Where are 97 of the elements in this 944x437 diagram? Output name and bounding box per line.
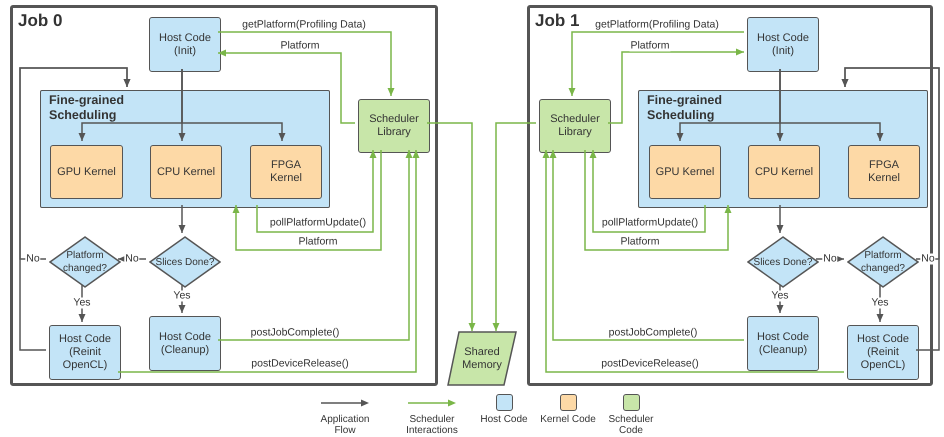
arrow — [427, 122, 476, 331]
arrow — [256, 150, 376, 233]
edge-label: Platform — [297, 236, 339, 248]
edge-label: No — [124, 254, 140, 264]
data-parallelogram — [447, 331, 517, 386]
arrow — [608, 48, 744, 124]
group-title: Fine-grained Scheduling — [49, 93, 126, 123]
edge-label: No — [25, 254, 41, 264]
arrow — [779, 69, 884, 141]
decision-diamond — [49, 236, 121, 288]
process-box — [149, 316, 221, 371]
arrow — [232, 150, 382, 251]
edge-label: Yes — [770, 290, 790, 302]
arrow — [178, 285, 186, 313]
node-label: Shared Memory — [461, 346, 503, 372]
edge-label: postJobComplete() — [250, 328, 340, 338]
edge-label: Platform — [619, 236, 661, 248]
edge-label: getPlatform(Profiling Data) — [594, 20, 720, 30]
arrow — [118, 150, 420, 373]
process-box — [150, 145, 222, 199]
node-label: Host Code (Cleanup) — [756, 330, 810, 356]
group-frame — [10, 5, 438, 386]
edge-label: postDeviceRelease() — [600, 358, 700, 370]
node-label: Scheduler Library — [368, 113, 420, 139]
process-box — [149, 17, 221, 72]
arrow — [218, 50, 355, 124]
edge-label: getPlatform(Profiling Data) — [241, 20, 367, 30]
node-label: Host Code (Cleanup) — [158, 330, 212, 356]
edge-label: pollPlatformUpdate() — [600, 218, 700, 228]
edge-label: postJobComplete() — [608, 328, 698, 338]
process-box — [747, 316, 819, 371]
arrow — [776, 285, 784, 313]
arrow — [590, 150, 706, 233]
node-label: Slices Done? — [752, 256, 814, 268]
group-title: Fine-grained Scheduling — [647, 93, 724, 123]
legend-label: Host Code — [479, 414, 529, 425]
process-box — [649, 145, 721, 199]
legend-label: Scheduler Interactions — [405, 414, 459, 436]
group-box — [40, 90, 330, 208]
node-label: CPU Kernel — [754, 166, 814, 178]
node-label: Platform changed? — [62, 249, 108, 275]
node-label: GPU Kernel — [56, 166, 117, 178]
process-box — [50, 145, 123, 199]
legend-label: Application Flow — [320, 414, 370, 436]
process-box — [539, 99, 611, 153]
node-label: FPGA Kernel — [867, 159, 901, 185]
decision-diamond — [149, 236, 221, 288]
edge-label: Yes — [870, 298, 890, 308]
arrow — [776, 205, 784, 233]
node-label: Host Code (Init) — [158, 32, 212, 58]
edge-label: postDeviceRelease() — [250, 358, 350, 370]
edge-label: Platform — [629, 40, 671, 52]
group-box — [638, 90, 928, 208]
edge-label: Yes — [72, 298, 92, 308]
process-box — [250, 145, 322, 199]
legend-label: Kernel Code — [539, 414, 597, 425]
arrow — [542, 150, 844, 373]
node-label: Host Code (Reinit OpenCL) — [58, 333, 112, 372]
arrow — [550, 150, 744, 341]
edge-label: Yes — [172, 290, 192, 302]
arrow — [842, 67, 940, 351]
arrow — [568, 31, 744, 96]
arrow — [218, 31, 394, 96]
arrow — [181, 69, 286, 141]
decision-diamond — [747, 236, 819, 288]
edge-label: pollPlatformUpdate() — [268, 218, 368, 228]
arrow — [78, 285, 86, 322]
process-box — [847, 325, 919, 380]
process-box — [747, 17, 819, 72]
node-label: CPU Kernel — [156, 166, 216, 178]
edge-label: Platform — [279, 40, 321, 52]
process-box — [49, 325, 121, 380]
node-label: Host Code (Init) — [756, 32, 810, 58]
process-box — [748, 145, 820, 199]
edge-label: No — [822, 254, 838, 264]
arrow — [876, 285, 884, 322]
node-label: Slices Done? — [154, 256, 216, 268]
arrow — [584, 150, 732, 251]
edge-label: No — [920, 254, 936, 264]
node-label: GPU Kernel — [654, 166, 716, 178]
arrow — [118, 256, 146, 262]
group-frame — [527, 5, 933, 386]
arrow — [178, 205, 186, 233]
arrow — [816, 256, 844, 262]
group-title: Job 0 — [18, 11, 62, 31]
arrow — [218, 150, 412, 341]
node-label: FPGA Kernel — [269, 159, 303, 185]
arrow — [19, 67, 130, 351]
node-label: Platform changed? — [860, 249, 906, 275]
node-label: Scheduler Library — [549, 113, 601, 139]
process-box — [358, 99, 430, 153]
decision-diamond — [847, 236, 919, 288]
arrow — [492, 122, 536, 331]
group-title: Job 1 — [535, 11, 580, 31]
legend-label: Scheduler Code — [607, 414, 655, 436]
process-box — [848, 145, 920, 199]
node-label: Host Code (Reinit OpenCL) — [856, 333, 910, 372]
